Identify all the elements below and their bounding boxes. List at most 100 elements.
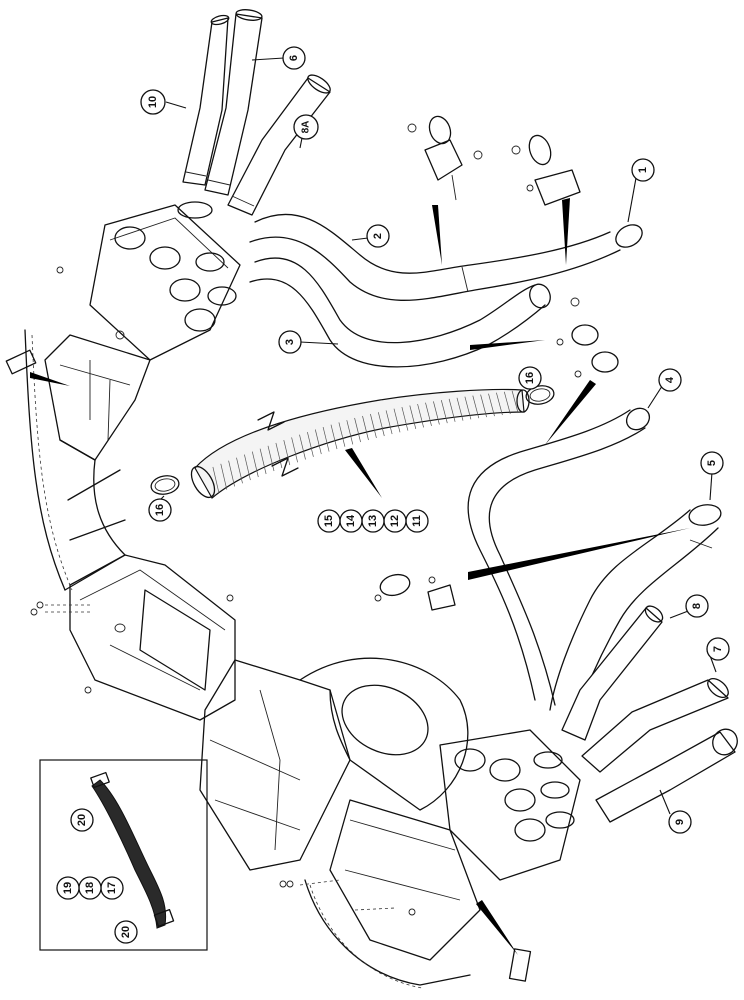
hose-rib	[480, 394, 487, 418]
hose-rib	[496, 392, 503, 416]
hose-3	[249, 257, 551, 368]
lower-manifold	[279, 729, 581, 989]
callout-8: 8	[685, 594, 709, 618]
svg-text:13: 13	[367, 515, 379, 527]
upper-manifold	[44, 201, 241, 461]
svg-text:8A: 8A	[301, 121, 312, 134]
hose-rib	[307, 432, 314, 457]
hose-rib	[251, 451, 259, 478]
svg-text:20: 20	[120, 926, 132, 938]
svg-text:12: 12	[389, 515, 401, 527]
svg-text:6: 6	[288, 55, 300, 61]
svg-text:19: 19	[62, 882, 74, 894]
tube-10	[182, 14, 230, 186]
callout-20-bottom: 20	[114, 920, 138, 944]
hose-rib	[488, 393, 495, 417]
callout-20-top: 20	[70, 808, 94, 832]
hose-rib	[409, 405, 417, 429]
hose-rib	[354, 417, 361, 443]
pointer-wedges	[30, 198, 690, 955]
callout-15: 15	[317, 509, 341, 533]
hose-rib	[291, 437, 298, 463]
svg-text:14: 14	[345, 514, 357, 527]
hose-7	[581, 677, 729, 773]
callout-2: 2	[366, 224, 390, 248]
hose-rib	[401, 407, 409, 431]
callout-19: 19	[56, 876, 80, 900]
hose-8	[561, 605, 664, 741]
curved-duct	[5, 329, 126, 591]
hose-4	[467, 407, 651, 706]
hose-rib	[503, 391, 511, 415]
hose-rib	[448, 398, 456, 422]
callout-4: 4	[658, 368, 682, 392]
svg-text:1: 1	[637, 167, 649, 173]
hose-rib	[393, 408, 401, 433]
hose-rib	[370, 413, 377, 438]
svg-text:3: 3	[284, 339, 296, 345]
hose-rib	[440, 400, 448, 424]
hose-rib	[338, 422, 346, 447]
svg-text:9: 9	[674, 819, 686, 825]
svg-text:10: 10	[147, 96, 159, 108]
hose-clamp-16-left	[150, 475, 180, 495]
clamp-assembly-upper-right	[511, 134, 581, 206]
hose-rib	[322, 427, 330, 452]
clamp-assembly-middle	[556, 297, 619, 378]
hose-rib	[220, 463, 228, 490]
callout-11: 11	[405, 509, 429, 533]
hose-rib	[472, 395, 480, 419]
hose-rib	[330, 424, 338, 450]
svg-text:2: 2	[372, 233, 384, 239]
svg-text:7: 7	[712, 646, 724, 652]
hose-clamp-16-right	[525, 385, 555, 405]
hose-rib	[425, 402, 432, 426]
tube-6	[204, 9, 263, 196]
svg-text:16: 16	[524, 372, 536, 384]
clamp-assembly-upper-left	[407, 115, 483, 201]
hose-rib	[314, 429, 322, 455]
callout-13: 13	[361, 509, 385, 533]
svg-text:5: 5	[706, 460, 718, 466]
svg-text:16: 16	[154, 504, 166, 516]
hose-rib	[299, 434, 306, 460]
svg-text:11: 11	[411, 515, 423, 527]
hose-rib	[385, 410, 393, 435]
callouts: 1 2 3 4 5 6 7 8 8A 9 10 11 12 13 14	[56, 46, 730, 944]
callout-3: 3	[278, 330, 302, 354]
hose-rib	[362, 415, 369, 441]
svg-text:8: 8	[691, 603, 703, 609]
callout-1: 1	[631, 158, 655, 182]
svg-text:17: 17	[106, 882, 118, 894]
hose-rib	[417, 404, 424, 428]
hose-rib	[267, 445, 275, 472]
hose-rib	[212, 466, 220, 493]
callout-17: 17	[100, 876, 124, 900]
callout-5: 5	[700, 451, 724, 475]
hose-rib	[228, 460, 235, 487]
callout-7: 7	[706, 637, 730, 661]
hose-rib	[275, 442, 283, 469]
hose-rib	[377, 412, 385, 437]
flexible-hose	[190, 388, 530, 499]
hose-rib	[283, 440, 291, 466]
hose-rib	[244, 454, 251, 481]
callout-18: 18	[78, 876, 102, 900]
transition-duct	[30, 554, 236, 721]
hose-2	[249, 213, 643, 301]
clamp-assembly-lower	[374, 573, 456, 611]
callout-14: 14	[339, 509, 363, 533]
svg-text:18: 18	[84, 882, 96, 894]
callout-6: 6	[282, 46, 306, 70]
hose-rib	[236, 457, 243, 484]
hose-rib	[346, 420, 354, 445]
callout-16-right: 16	[518, 366, 542, 390]
svg-text:20: 20	[76, 814, 88, 826]
hose-rib	[433, 401, 440, 425]
blower-housing	[199, 657, 469, 871]
hose-rib	[464, 396, 472, 420]
callout-8a: 8A	[293, 114, 319, 140]
tube-8a	[227, 74, 331, 216]
callout-10: 10	[140, 89, 166, 115]
